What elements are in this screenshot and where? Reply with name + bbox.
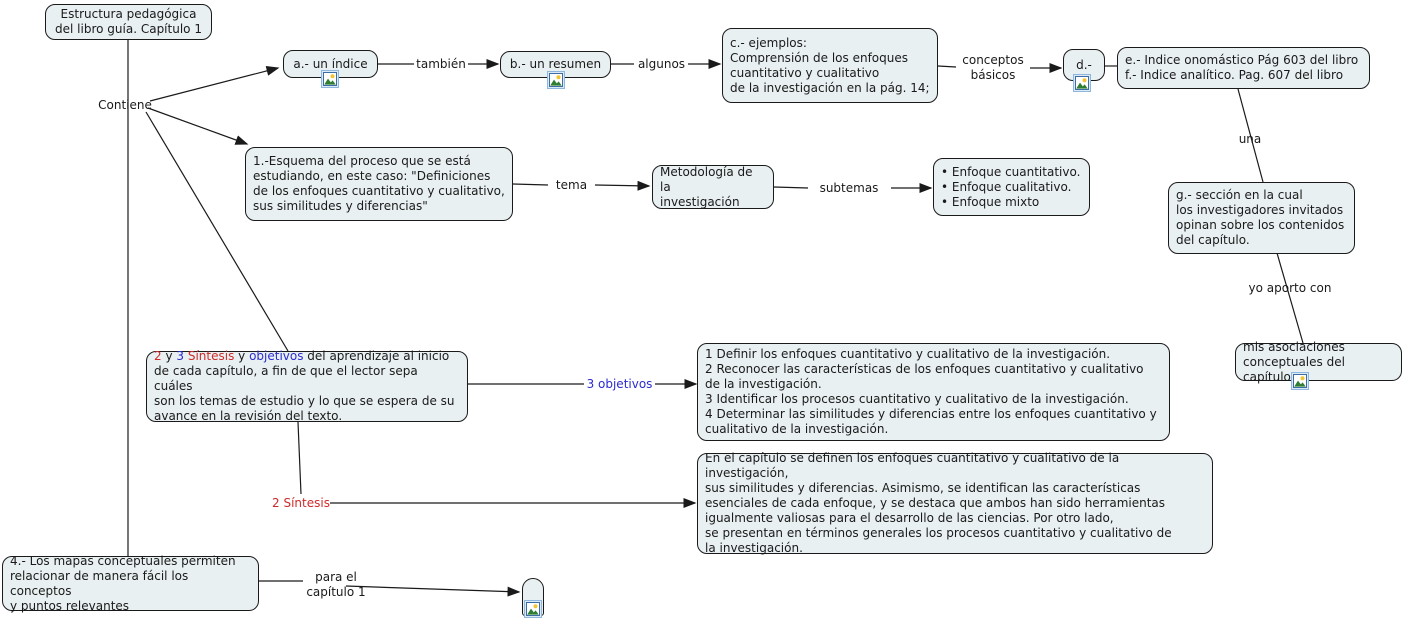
connector-ejemplos-conceptos — [937, 65, 957, 68]
connector-contiene-indice — [149, 66, 280, 102]
connector-contiene-esquema — [147, 107, 249, 145]
connector-parael-pill — [345, 585, 521, 597]
node-metodologia[interactable]: Metodología de la investigación — [652, 165, 774, 209]
node-sintesis-texto[interactable]: En el capítulo se definen los enfoques c… — [697, 451, 1213, 555]
node-asociaciones[interactable]: mis asociaciones conceptuales del capítu… — [1235, 340, 1402, 384]
node-enfoques[interactable]: • Enfoque cuantitativo. • Enfoque cualit… — [933, 158, 1090, 216]
link-label-yo-aporto[interactable]: yo aporto con — [1248, 281, 1332, 295]
node-root[interactable]: Estructura pedagógica del libro guía. Ca… — [45, 4, 212, 40]
node-resumen[interactable]: b.- un resumen — [500, 51, 611, 78]
node-root-text: Estructura pedagógica del libro guía. Ca… — [55, 7, 202, 36]
node-ejemplos-text: c.- ejemplos: Comprensión de los enfoque… — [730, 35, 930, 95]
image-resource-icon[interactable] — [1073, 74, 1091, 92]
node-mapas-text: 4.- Los mapas conceptuales permiten rela… — [10, 553, 236, 613]
node-mapas[interactable]: 4.- Los mapas conceptuales permiten rela… — [2, 553, 259, 613]
connector-esquema-tema — [512, 183, 549, 186]
node-asociaciones-text: mis asociaciones conceptuales del capítu… — [1243, 339, 1345, 384]
image-resource-icon[interactable] — [547, 71, 565, 89]
node-d-text: d.- — [1076, 57, 1092, 72]
link-label-para-el-capitulo[interactable]: para el capítulo 1 — [306, 570, 366, 599]
link-label-tema[interactable]: tema — [555, 178, 588, 192]
node-seccion-g-text: g.- sección en la cual los investigadore… — [1176, 188, 1345, 247]
node-enfoques-text: • Enfoque cuantitativo. • Enfoque cualit… — [941, 164, 1081, 209]
node-objetivos-lista[interactable]: 1 Definir los enfoques cuantitativo y cu… — [697, 343, 1170, 441]
link-label-algunos[interactable]: algunos — [637, 57, 686, 71]
image-resource-icon[interactable] — [524, 600, 542, 618]
link-label-una[interactable]: una — [1238, 132, 1262, 146]
node-indices-ef-text: e.- Indice onomástico Pág 603 del libro … — [1125, 53, 1359, 82]
node-sintesis-objetivos-text: 2 y 3 Síntesis y objetivos del aprendiza… — [154, 349, 455, 423]
link-label-tambien[interactable]: también — [416, 57, 466, 71]
link-label-2-sintesis[interactable]: 2 Síntesis — [272, 496, 330, 510]
node-indice-text: a.- un índice — [293, 56, 368, 71]
node-sintesis-objetivos[interactable]: 2 y 3 Síntesis y objetivos del aprendiza… — [146, 349, 468, 423]
link-label-3-objetivos[interactable]: 3 objetivos — [586, 377, 653, 391]
image-resource-icon[interactable] — [1291, 372, 1309, 390]
connector-g-asociaciones — [1276, 252, 1304, 344]
connector-tema-metodologia — [594, 180, 651, 191]
node-indices-ef[interactable]: e.- Indice onomástico Pág 603 del libro … — [1117, 47, 1370, 89]
node-ejemplos[interactable]: c.- ejemplos: Comprensión de los enfoque… — [722, 28, 938, 103]
link-label-conceptos-basicos[interactable]: conceptos básicos — [962, 53, 1024, 82]
node-metodologia-text: Metodología de la investigación — [660, 164, 753, 209]
image-resource-icon[interactable] — [321, 70, 339, 88]
connector-contiene-sintesis — [145, 111, 289, 352]
connector-ef-g — [1237, 88, 1264, 183]
connector-sintesis-2sintesis — [297, 421, 302, 495]
node-esquema-text: 1.-Esquema del proceso que se está estud… — [253, 154, 505, 213]
node-resumen-text: b.- un resumen — [509, 57, 602, 71]
node-esquema[interactable]: 1.-Esquema del proceso que se está estud… — [245, 147, 513, 221]
connector-metodologia-subtemas — [773, 186, 809, 189]
link-label-subtemas[interactable]: subtemas — [819, 181, 879, 195]
node-sintesis-texto-text: En el capítulo se definen los enfoques c… — [705, 451, 1172, 555]
node-seccion-g[interactable]: g.- sección en la cual los investigadore… — [1168, 182, 1355, 254]
node-objetivos-lista-text: 1 Definir los enfoques cuantitativo y cu… — [705, 347, 1157, 436]
link-label-contiene[interactable]: Contiene — [98, 98, 152, 112]
